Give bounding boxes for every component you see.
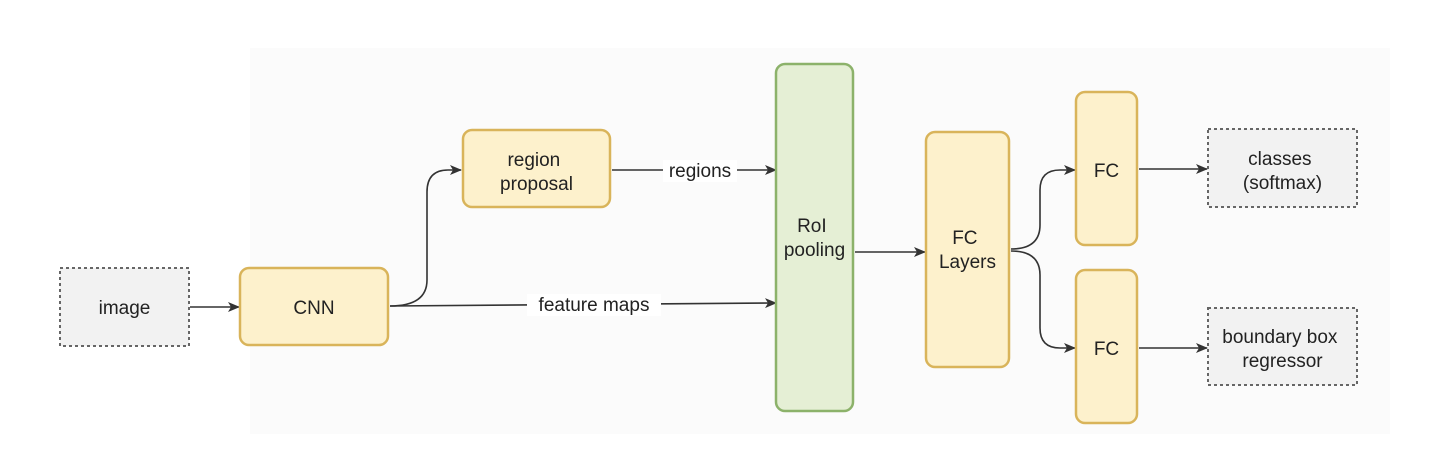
roi-pooling-label-line2: pooling — [784, 240, 845, 261]
svg-text:FC: FC — [1094, 339, 1119, 360]
svg-text:classes (softmax): classes (softmax) — [1243, 149, 1322, 194]
svg-text:region proposal: region proposal — [500, 150, 573, 195]
svg-text:boundary box regressor: boundary box regressor — [1222, 327, 1342, 372]
regions-label-bg — [663, 160, 737, 182]
cnn-node: CNN — [238, 266, 390, 347]
image-node: image — [59, 267, 190, 347]
regions-label: regions — [669, 161, 731, 182]
svg-text:CNN: CNN — [293, 298, 334, 319]
classes-label-line1: classes — [1248, 149, 1311, 170]
feature-maps-label: feature maps — [539, 295, 650, 316]
edge-labels: regions feature maps — [527, 160, 737, 316]
svg-text:FC: FC — [1094, 161, 1119, 182]
roi-pooling-node: RoI pooling — [774, 62, 855, 413]
bbox-regressor-label-line1: boundary box — [1222, 327, 1338, 348]
bbox-regressor-label-line2: regressor — [1242, 351, 1323, 372]
bbox-regressor-node: boundary box regressor — [1207, 307, 1358, 386]
roi-pooling-label-line1: RoI — [797, 216, 827, 237]
svg-text:image: image — [99, 298, 151, 319]
fc-layers-label-line2: Layers — [939, 252, 996, 273]
edge-cnn-to-region-proposal — [389, 165, 462, 307]
classes-node: classes (softmax) — [1207, 128, 1358, 208]
fc-top-label: FC — [1094, 161, 1119, 182]
image-node-label: image — [99, 298, 151, 319]
fc-layers-label-line1: FC — [952, 228, 977, 249]
fc-layers-node: FC Layers — [924, 130, 1011, 369]
edge-fc-layers-to-fc-top — [1010, 165, 1076, 250]
region-proposal-label-line2: proposal — [500, 174, 573, 195]
svg-text:RoI pooling: RoI pooling — [784, 216, 845, 261]
classes-label-line2: (softmax) — [1243, 173, 1322, 194]
svg-text:FC Layers: FC Layers — [939, 228, 996, 273]
edge-fc-layers-to-fc-bottom — [1010, 250, 1076, 353]
region-proposal-label-line1: region — [507, 150, 560, 171]
fc-bottom-node: FC — [1074, 268, 1139, 425]
region-proposal-node: region proposal — [461, 128, 612, 209]
fc-top-node: FC — [1074, 90, 1139, 247]
feature-maps-label-bg — [527, 294, 661, 316]
fc-bottom-label: FC — [1094, 339, 1119, 360]
cnn-node-label: CNN — [293, 298, 334, 319]
